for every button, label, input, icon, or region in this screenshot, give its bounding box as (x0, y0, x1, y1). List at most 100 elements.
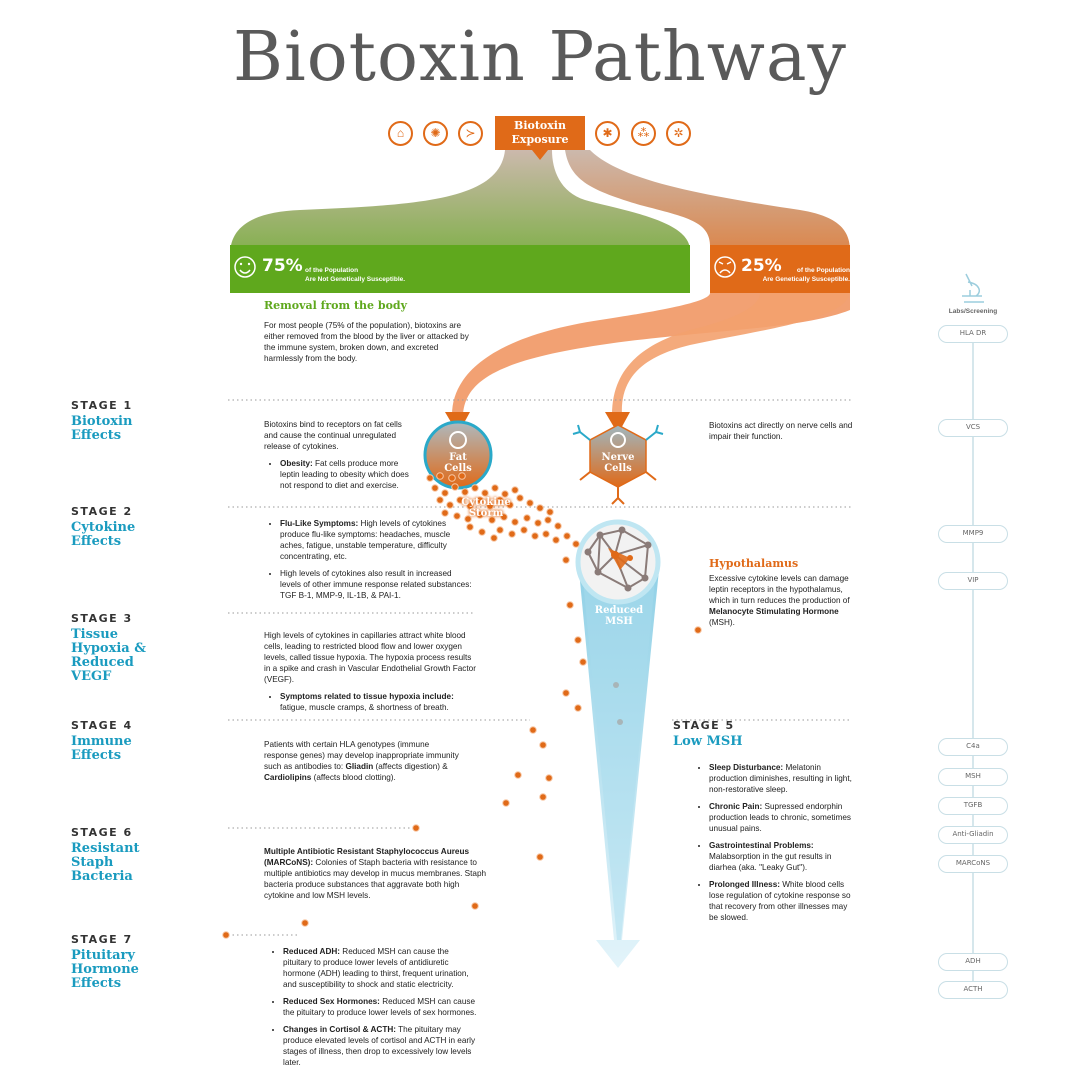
stage-3-label: STAGE 3 Tissue Hypoxia & Reduced VEGF (71, 612, 146, 684)
cytokine-dot (502, 799, 510, 807)
cytokine-dot (539, 741, 547, 749)
fish-icon: ≻ (458, 121, 483, 146)
cytokine-dot (478, 528, 486, 536)
lab-c4a: C4a (938, 738, 1008, 756)
cytokine-dot (536, 853, 544, 861)
cytokine-dot (545, 774, 553, 782)
cytokine-dot (508, 530, 516, 538)
cytokine-dot (222, 931, 230, 939)
lab-acth: ACTH (938, 981, 1008, 999)
lab-mmp9: MMP9 (938, 525, 1008, 543)
exposure-box (495, 116, 585, 160)
cytokine-dot (572, 540, 580, 548)
cytokine-dot (500, 513, 508, 521)
reduced-msh-label: Reduced MSH (594, 605, 644, 627)
stage-5-label: STAGE 5 Low MSH (673, 719, 743, 749)
cytokine-dot (514, 771, 522, 779)
labs-heading: Labs/Screening (948, 308, 998, 315)
cytokine-dot (412, 824, 420, 832)
cytokine-dot (451, 483, 459, 491)
cytokine-dot (531, 532, 539, 540)
tick-icon: ✲ (666, 121, 691, 146)
cytokine-dot (529, 726, 537, 734)
hypothalamus-heading: Hypothalamus (709, 557, 799, 570)
lab-marcons: MARCoNS (938, 855, 1008, 873)
cytokine-dot (471, 484, 479, 492)
cytokine-dot (574, 636, 582, 644)
cytokine-dot (436, 496, 444, 504)
cytokine-dot (456, 496, 464, 504)
cytokine-dot (516, 494, 524, 502)
cytokine-dot (471, 902, 479, 910)
cytokine-dot (496, 496, 504, 504)
lab-tgfb: TGFB (938, 797, 1008, 815)
stage-3-text: High levels of cytokines in capillaries … (264, 630, 479, 713)
fat-cells-label: Fat Cells (444, 452, 472, 474)
not-susceptible-stat: 75% (262, 256, 303, 276)
cytokine-dot (466, 523, 474, 531)
lab-adh: ADH (938, 953, 1008, 971)
cytokine-dot (461, 488, 469, 496)
spider-icon: ✱ (595, 121, 620, 146)
cytokine-dot (554, 522, 562, 530)
nerve-text: Biotoxins act directly on nerve cells an… (709, 421, 853, 441)
stage-1-label: STAGE 1 Biotoxin Effects (71, 399, 133, 443)
cytokine-dot (453, 512, 461, 520)
stage-7-list: Reduced ADH: Reduced MSH can cause the p… (267, 946, 477, 1068)
cytokine-dot (431, 484, 439, 492)
susceptible-stat: 25% (741, 256, 782, 276)
cytokine-dot (523, 514, 531, 522)
lab-hla-dr: HLA DR (938, 325, 1008, 343)
cytokine-dot (464, 515, 472, 523)
cytokine-dot (301, 919, 309, 927)
cytokine-dot (579, 658, 587, 666)
stage-6-label: STAGE 6 Resistant Staph Bacteria (71, 826, 140, 884)
cytokine-dot (534, 519, 542, 527)
microscope-icon (962, 273, 984, 303)
cytokine-dot (491, 484, 499, 492)
stage-5-list: Sleep Disturbance: Melatonin production … (693, 762, 855, 923)
cytokine-dot (542, 530, 550, 538)
stage-2-label: STAGE 2 Cytokine Effects (71, 505, 136, 549)
lab-vcs: VCS (938, 419, 1008, 437)
hypothalamus-text: Excessive cytokine levels can damage lep… (709, 574, 850, 627)
nerve-cells-label: Nerve Cells (601, 452, 635, 474)
cytokine-dot (441, 489, 449, 497)
stage-4-label: STAGE 4 Immune Effects (71, 719, 133, 763)
cytokine-dot (458, 472, 466, 480)
cytokine-dot (501, 490, 509, 498)
stage-6-text: Multiple Antibiotic Resistant Staphyloco… (264, 847, 487, 900)
cytokine-dot (552, 536, 560, 544)
cytokine-dot (426, 474, 434, 482)
stage-1-text: Biotoxins bind to receptors on fat cells… (264, 419, 412, 491)
msh-dot (613, 682, 619, 688)
orange-band (710, 245, 850, 293)
lab-msh: MSH (938, 768, 1008, 786)
cytokine-dot (536, 504, 544, 512)
cytokine-dot (520, 526, 528, 534)
cytokine-dot (448, 474, 456, 482)
cytokine-dot (544, 516, 552, 524)
cytokine-dot (562, 689, 570, 697)
cytokine-dot (574, 704, 582, 712)
cytokine-dot (563, 532, 571, 540)
green-band (230, 245, 690, 293)
cytokine-dot (441, 509, 449, 517)
mold-icon: ✺ (423, 121, 448, 146)
msh-dot (617, 719, 623, 725)
cytokine-dot (488, 516, 496, 524)
removal-heading: Removal from the body (264, 299, 407, 312)
cytokine-dot (490, 534, 498, 542)
cytokine-dot (566, 601, 574, 609)
cytokine-dot (539, 793, 547, 801)
page-title: Biotoxin Pathway (233, 18, 847, 97)
cytokine-dot (526, 499, 534, 507)
flow-to-nerve (612, 293, 850, 415)
house-icon: ⌂ (388, 121, 413, 146)
removal-text: For most people (75% of the population),… (264, 321, 469, 363)
cytokine-dot (446, 501, 454, 509)
cytokine-dot (511, 518, 519, 526)
